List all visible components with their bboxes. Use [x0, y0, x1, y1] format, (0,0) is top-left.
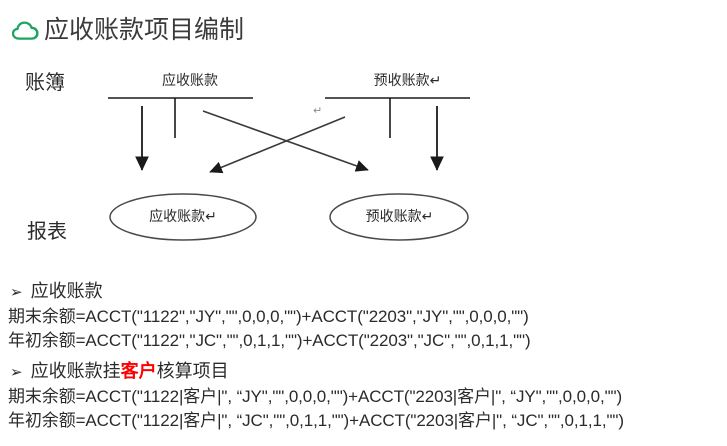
row-label-ledger: 账簿	[25, 72, 65, 94]
heading-suffix: 核算项目	[156, 361, 229, 381]
bullet-arrow-icon: ➢	[10, 364, 23, 381]
page-title-text: 应收账款项目编制	[44, 16, 245, 44]
formula-ending-balance-customer: 期末余额=ACCT("1122|客户|", “JY","",0,0,0,"")+…	[8, 387, 623, 406]
heading-prefix: 应收账款挂	[30, 361, 121, 381]
bullet-arrow-icon: ➢	[10, 284, 23, 301]
formula-content: ➢ 应收账款 期末余额=ACCT("1122","JY","",0,0,0,""…	[0, 279, 727, 433]
bullet-heading-customer-item: ➢ 应收账款挂客户核算项目	[0, 359, 727, 384]
diagram-lines	[108, 97, 470, 241]
formula-beginning-balance-customer: 年初余额=ACCT("1122|客户|", “JC","",0,1,1,"")+…	[8, 411, 624, 430]
report-ellipse-right	[329, 193, 469, 241]
arrow-cross-right-to-left	[209, 116, 346, 174]
page-title: 应收账款项目编制	[12, 16, 244, 44]
row-label-report: 报表	[27, 221, 67, 243]
formula-ending-balance-plain: 期末余额=ACCT("1122","JY","",0,0,0,"")+ACCT(…	[8, 307, 529, 326]
bullet-heading-text: 应收账款	[30, 281, 103, 301]
t-account-right-title: 预收账款↵	[373, 72, 442, 88]
bullet-heading-text-customer: 应收账款挂客户核算项目	[31, 359, 229, 383]
report-item-right-label: 预收账款↵	[365, 208, 434, 224]
cross-area-pilcrow-mark: ↵	[313, 105, 323, 117]
formula-beginning-balance-plain: 年初余额=ACCT("1122","JC","",0,1,1,"")+ACCT(…	[8, 331, 531, 350]
cloud-icon	[12, 17, 40, 43]
account-flow-diagram: 账簿 报表 应收账款 预收账款↵ 应收账款↵ 预收账款↵ ↵	[0, 60, 727, 260]
report-ellipse-left	[109, 193, 257, 241]
bullet-heading-accounts-receivable: ➢ 应收账款	[0, 279, 727, 304]
report-item-left-label: 应收账款↵	[149, 208, 217, 224]
t-account-left-title: 应收账款	[162, 72, 218, 88]
heading-highlight: 客户	[120, 361, 157, 381]
